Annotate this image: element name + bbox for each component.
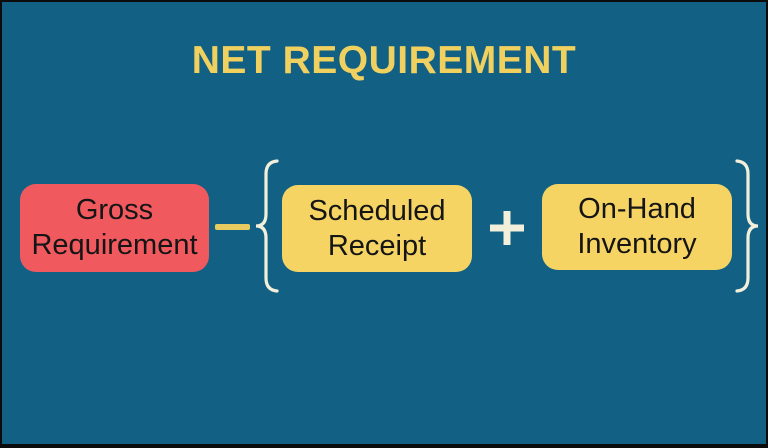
open-brace-icon xyxy=(255,159,279,293)
scheduled-receipt-line1: Scheduled xyxy=(308,194,446,227)
on-hand-inventory-line2: Inventory xyxy=(577,228,697,260)
gross-requirement-line2: Requirement xyxy=(31,229,198,261)
scheduled-receipt-line2: Receipt xyxy=(327,229,427,262)
on-hand-inventory-line1: On-Hand xyxy=(578,193,696,225)
on-hand-inventory-box: On-Hand Inventory xyxy=(542,184,732,270)
close-brace-icon xyxy=(735,159,759,293)
page-title: NET REQUIREMENT xyxy=(191,39,577,82)
gross-requirement-line1: Gross xyxy=(75,194,154,226)
plus-operator-icon xyxy=(490,211,524,245)
minus-operator-icon xyxy=(215,224,250,230)
gross-requirement-box: Gross Requirement xyxy=(20,184,209,272)
scheduled-receipt-box: Scheduled Receipt xyxy=(282,185,472,272)
